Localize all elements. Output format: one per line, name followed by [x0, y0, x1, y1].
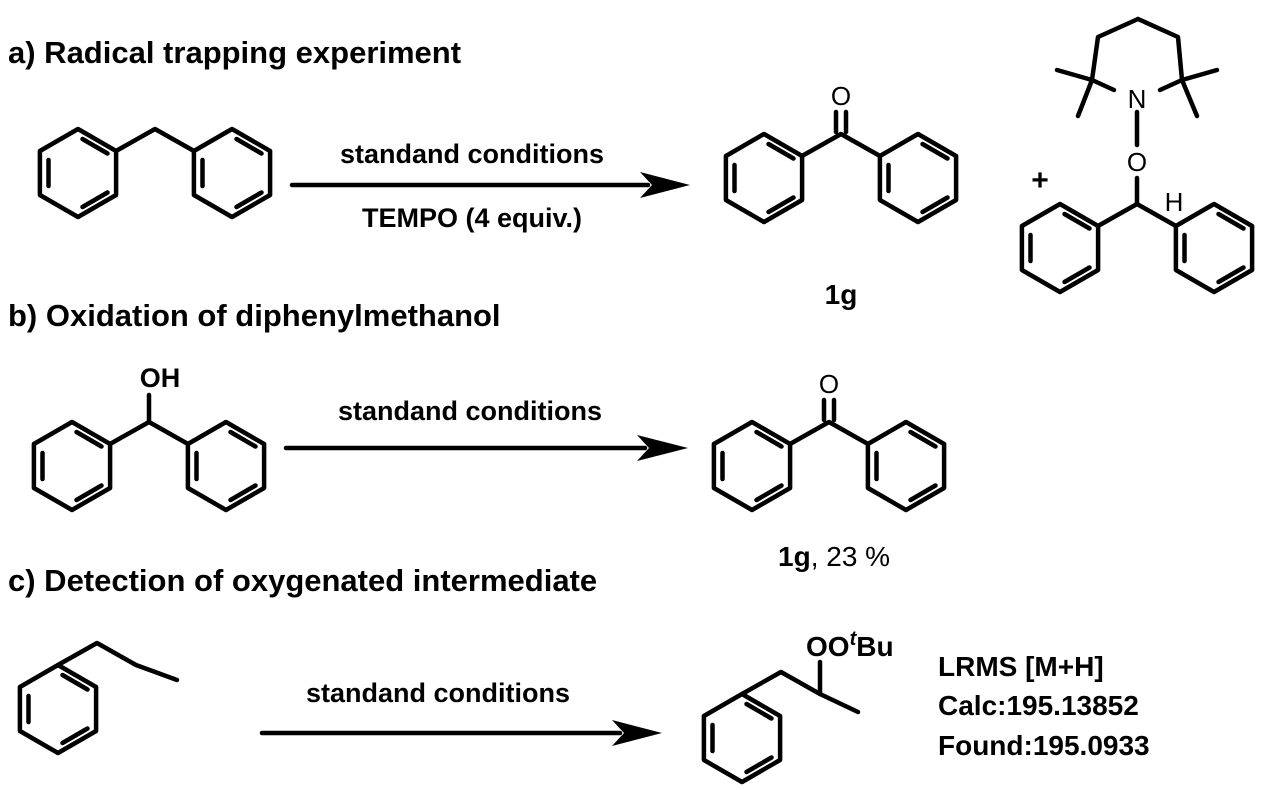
plus-sign: +: [1031, 164, 1049, 197]
hydroxyl-group: OH: [140, 363, 181, 393]
lrms-calc: Calc:195.13852: [938, 690, 1139, 721]
section-a-title: a) Radical trapping experiment: [8, 35, 461, 70]
condition-below-a: TEMPO (4 equiv.): [362, 203, 582, 233]
hydrogen-atom: H: [1165, 187, 1184, 217]
compound-label-1g-b: 1g, 23 %: [778, 541, 890, 572]
section-c-title: c) Detection of oxygenated intermediate: [8, 563, 597, 598]
reaction-arrow-b: [283, 435, 688, 461]
condition-c: standand conditions: [306, 678, 570, 708]
compound-label-1g-a: 1g: [825, 279, 858, 310]
peroxide-product-structure: OOtBu: [704, 628, 894, 782]
reaction-arrow-c: [259, 720, 662, 746]
section-b-title: b) Oxidation of diphenylmethanol: [8, 298, 501, 333]
lrms-found: Found:195.0933: [938, 730, 1150, 761]
ethylbenzene-structure: [20, 640, 180, 753]
tempo-adduct-structure: N O H: [1022, 16, 1252, 292]
oxygen-atom: O: [1127, 147, 1147, 177]
diphenylmethanol-structure: OH: [34, 363, 264, 510]
section-b: b) Oxidation of diphenylmethanol OH stan…: [8, 298, 944, 572]
nitrogen-atom: N: [1128, 84, 1147, 114]
benzophenone-structure-b: O: [714, 369, 944, 510]
condition-b: standand conditions: [338, 396, 602, 426]
benzophenone-structure-a: O: [726, 81, 956, 222]
section-a: a) Radical trapping experiment standand …: [8, 16, 1252, 310]
diphenylmethane-structure: [40, 126, 270, 217]
lrms-data: LRMS [M+H] Calc:195.13852 Found:195.0933: [938, 651, 1150, 761]
reaction-arrow-a: [289, 172, 690, 198]
lrms-header: LRMS [M+H]: [938, 651, 1104, 682]
section-c: c) Detection of oxygenated intermediate …: [8, 563, 1150, 782]
condition-above-a: standand conditions: [340, 139, 604, 169]
carbonyl-oxygen-b: O: [819, 369, 839, 399]
carbonyl-oxygen-a: O: [831, 81, 851, 111]
peroxy-tbu-group: OOtBu: [806, 628, 894, 662]
